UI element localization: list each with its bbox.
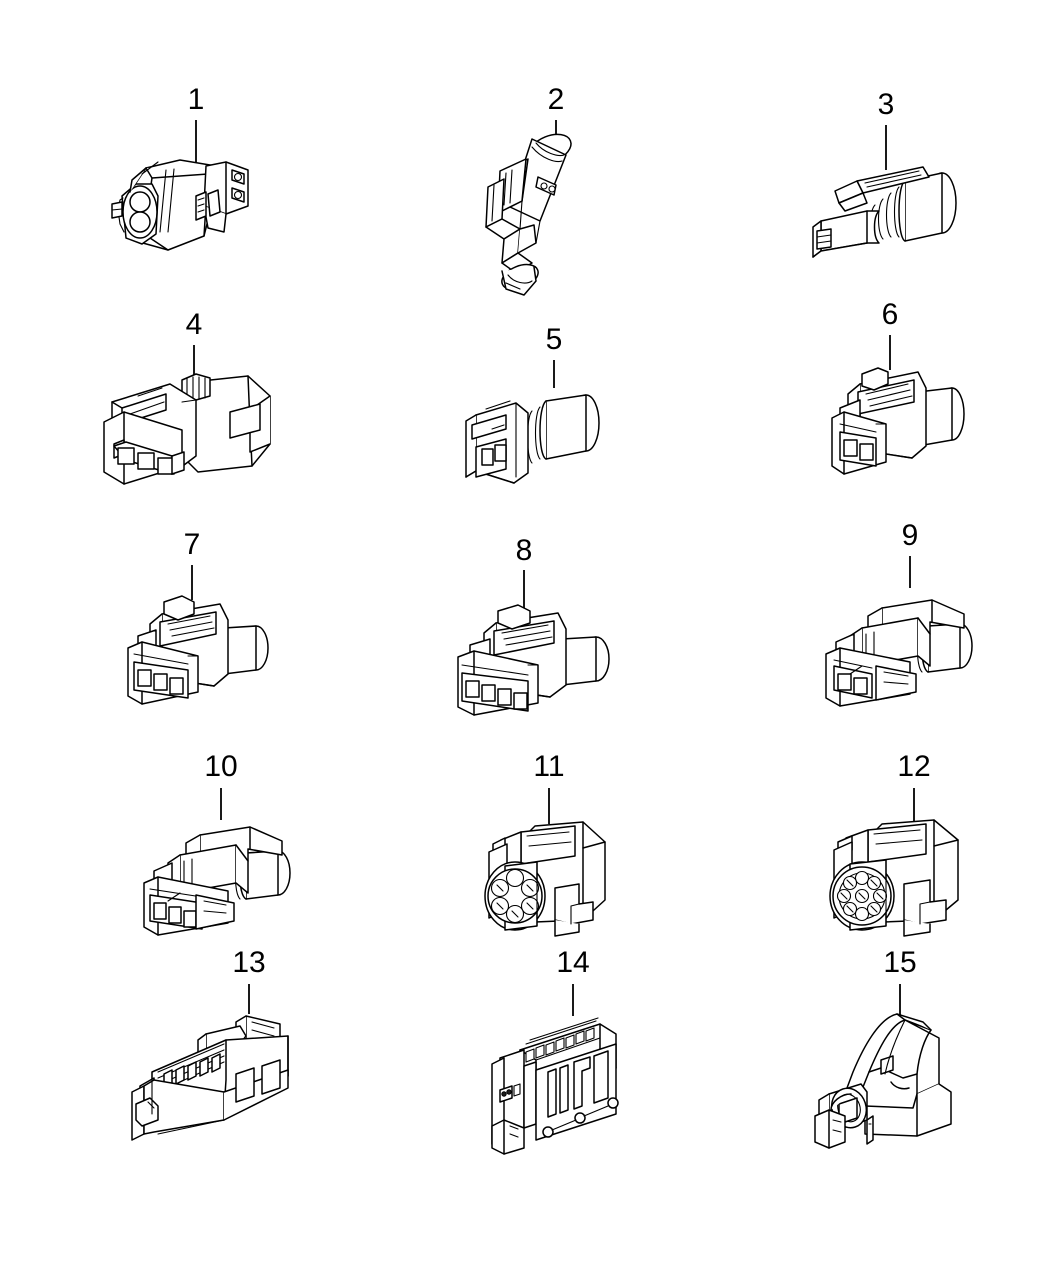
- part-art-8: [457, 604, 610, 716]
- callout-number-2: 2: [547, 83, 565, 116]
- callout-number-11: 11: [533, 750, 565, 783]
- part-art-14: [491, 1017, 619, 1155]
- callout-number-10: 10: [204, 750, 238, 783]
- leader-line-15: [899, 984, 901, 1016]
- part-art-9: [825, 599, 973, 707]
- leader-line-13: [248, 984, 250, 1014]
- part-art-13: [131, 1015, 289, 1141]
- callout-number-6: 6: [881, 298, 899, 331]
- leader-line-14: [572, 984, 574, 1016]
- part-art-2: [485, 133, 572, 296]
- callout-number-12: 12: [897, 750, 931, 783]
- leader-line-5: [553, 360, 555, 388]
- callout-number-3: 3: [877, 88, 895, 121]
- part-art-1: [111, 159, 249, 251]
- callout-number-15: 15: [883, 946, 917, 979]
- leader-line-6: [889, 335, 891, 370]
- callout-number-13: 13: [232, 946, 266, 979]
- leader-line-3: [885, 125, 887, 170]
- leader-line-1: [195, 120, 197, 165]
- part-art-12: [829, 819, 959, 937]
- callout-number-7: 7: [183, 528, 201, 561]
- callout-number-4: 4: [185, 308, 203, 341]
- leader-line-11: [548, 788, 550, 824]
- callout-number-14: 14: [556, 946, 590, 979]
- leader-line-8: [523, 570, 525, 608]
- callout-number-5: 5: [545, 323, 563, 356]
- part-art-3: [812, 166, 957, 258]
- part-art-11: [484, 821, 606, 937]
- part-art-5: [465, 394, 600, 484]
- callout-number-8: 8: [515, 534, 533, 567]
- part-art-10: [143, 826, 291, 936]
- leader-line-10: [220, 788, 222, 820]
- callout-number-9: 9: [901, 519, 919, 552]
- part-art-7: [127, 595, 269, 705]
- leader-line-12: [913, 788, 915, 824]
- leader-line-4: [193, 345, 195, 380]
- part-art-4: [103, 373, 271, 485]
- leader-line-7: [191, 565, 193, 600]
- part-art-6: [831, 367, 965, 475]
- part-art-15: [814, 1013, 952, 1149]
- callout-number-1: 1: [187, 83, 205, 116]
- leader-line-9: [909, 556, 911, 588]
